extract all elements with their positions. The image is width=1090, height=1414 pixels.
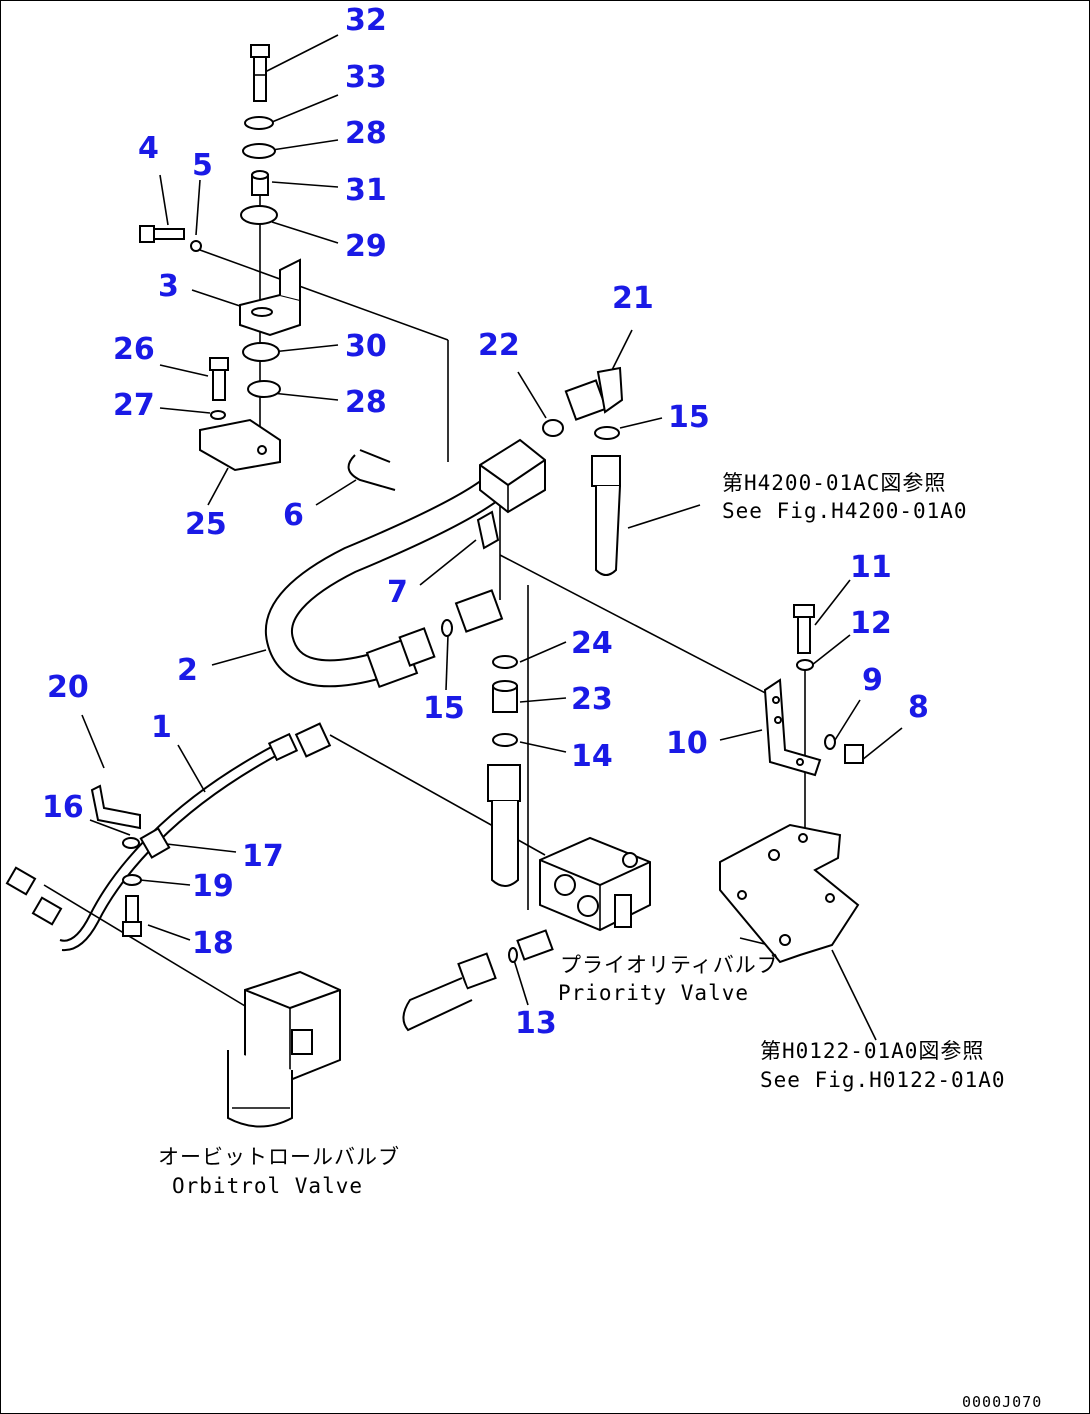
o-ring-15-left bbox=[441, 619, 453, 637]
hose-center-vertical bbox=[487, 764, 521, 887]
clip-6 bbox=[347, 449, 396, 491]
bolt-26 bbox=[209, 357, 229, 401]
callout-31: 31 bbox=[345, 173, 387, 208]
ref-h0122-en: See Fig.H0122-01A0 bbox=[760, 1068, 1006, 1092]
callout-27: 27 bbox=[113, 388, 155, 423]
callout-10: 10 bbox=[666, 726, 708, 761]
callout-23: 23 bbox=[571, 682, 613, 717]
callout-11: 11 bbox=[850, 550, 892, 585]
callout-26: 26 bbox=[113, 332, 155, 367]
callout-5: 5 bbox=[192, 148, 213, 183]
priority-valve-en: Priority Valve bbox=[558, 981, 749, 1005]
callout-6: 6 bbox=[283, 498, 304, 533]
drawing-number: 0000J070 bbox=[962, 1393, 1042, 1411]
washer-27 bbox=[210, 410, 226, 420]
orbitrol-valve-en: Orbitrol Valve bbox=[172, 1174, 363, 1198]
callout-16: 16 bbox=[42, 790, 84, 825]
bolt-32 bbox=[250, 44, 270, 102]
callout-9: 9 bbox=[862, 663, 883, 698]
plate-25 bbox=[199, 418, 281, 472]
bracket-20 bbox=[90, 784, 141, 830]
callout-25: 25 bbox=[185, 507, 227, 542]
callout-15-lower: 15 bbox=[423, 691, 465, 726]
washer-28-lower bbox=[247, 380, 281, 398]
hose-2 bbox=[264, 468, 514, 689]
callout-22: 22 bbox=[478, 328, 520, 363]
callout-13: 13 bbox=[515, 1006, 557, 1041]
ref-h4200-jp: 第H4200-01AC図参照 bbox=[722, 471, 946, 495]
hose-upper-right bbox=[591, 455, 621, 576]
tube-fitting-left bbox=[5, 866, 63, 926]
bracket-10 bbox=[763, 678, 822, 777]
bracket-3 bbox=[239, 258, 301, 337]
callout-12: 12 bbox=[850, 606, 892, 641]
leader-lines bbox=[43, 34, 903, 1041]
orbitrol-valve-jp: オービットロールバルブ bbox=[158, 1145, 400, 1169]
spacer-16 bbox=[122, 837, 140, 849]
callout-32: 32 bbox=[345, 3, 387, 38]
priority-valve bbox=[539, 836, 651, 932]
callout-20: 20 bbox=[47, 670, 89, 705]
washer-33 bbox=[244, 116, 274, 130]
callout-19: 19 bbox=[192, 869, 234, 904]
nut-8 bbox=[844, 744, 864, 764]
adapter-23 bbox=[492, 680, 518, 713]
callout-2: 2 bbox=[177, 653, 198, 688]
hose-lower bbox=[402, 952, 497, 1032]
o-ring-24 bbox=[492, 655, 518, 669]
bolt-11 bbox=[793, 604, 815, 654]
clamp-17 bbox=[139, 827, 171, 859]
orbitrol-valve bbox=[227, 970, 341, 1128]
callout-29: 29 bbox=[345, 229, 387, 264]
callout-4: 4 bbox=[138, 131, 159, 166]
callout-28-lower: 28 bbox=[345, 385, 387, 420]
clamp-7 bbox=[476, 510, 500, 550]
callout-3: 3 bbox=[158, 269, 179, 304]
block-fitting bbox=[479, 438, 546, 514]
elbow-21 bbox=[564, 366, 624, 421]
cushion-30 bbox=[242, 342, 280, 362]
washer-9 bbox=[824, 734, 836, 750]
callout-14: 14 bbox=[571, 739, 613, 774]
captions: 第H4200-01AC図参照 See Fig.H4200-01A0 プライオリテ… bbox=[158, 471, 1042, 1411]
callout-21: 21 bbox=[612, 281, 654, 316]
callout-7: 7 bbox=[387, 575, 408, 610]
mounting-plate bbox=[719, 823, 860, 964]
priority-valve-jp: プライオリティバルブ bbox=[560, 953, 779, 977]
fitting-13 bbox=[508, 929, 554, 963]
collar-31 bbox=[251, 170, 269, 196]
callout-1: 1 bbox=[151, 710, 172, 745]
callout-8: 8 bbox=[908, 690, 929, 725]
callout-30: 30 bbox=[345, 329, 387, 364]
o-ring-14 bbox=[492, 733, 518, 747]
washer-19 bbox=[122, 874, 142, 886]
callout-28-upper: 28 bbox=[345, 116, 387, 151]
cushion-29 bbox=[240, 205, 278, 225]
bolt-18 bbox=[122, 895, 142, 937]
washer-12 bbox=[796, 659, 814, 671]
ref-h0122-jp: 第H0122-01A0図参照 bbox=[760, 1039, 984, 1063]
tube-1 bbox=[59, 722, 332, 952]
callout-15-upper: 15 bbox=[668, 400, 710, 435]
o-ring-15-upper bbox=[594, 426, 620, 440]
callout-33: 33 bbox=[345, 60, 387, 95]
washer-5 bbox=[190, 240, 202, 252]
o-ring-22 bbox=[542, 419, 564, 437]
bolt-4 bbox=[139, 225, 185, 243]
ref-h4200-en: See Fig.H4200-01A0 bbox=[722, 499, 968, 523]
callout-17: 17 bbox=[242, 839, 284, 874]
fitting-15-left bbox=[454, 589, 504, 633]
callout-labels: 32 33 28 31 29 4 5 3 30 26 28 27 25 6 22… bbox=[42, 3, 929, 1041]
callout-24: 24 bbox=[571, 626, 613, 661]
callout-18: 18 bbox=[192, 926, 234, 961]
washer-28-upper bbox=[242, 143, 276, 159]
